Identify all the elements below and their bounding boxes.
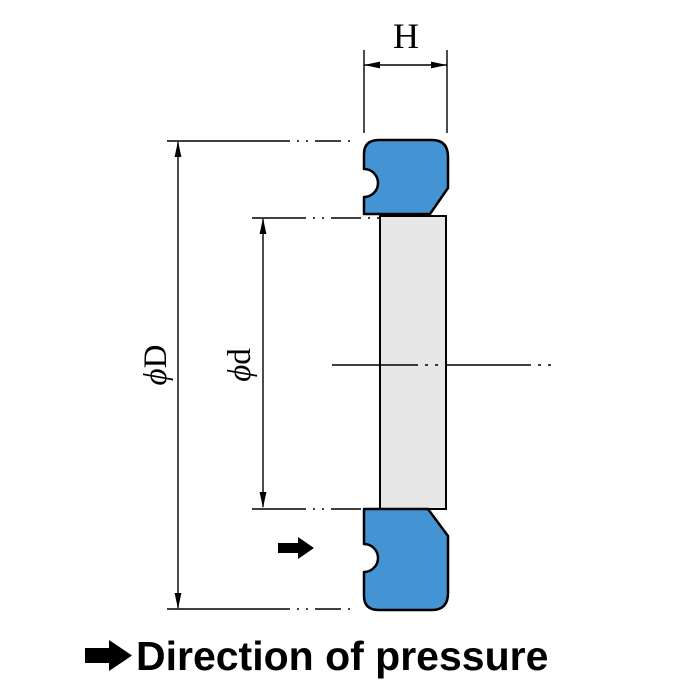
bore-section	[379, 215, 447, 510]
outer-diameter-arrowhead-top	[174, 141, 182, 157]
h-arrowhead-right	[431, 61, 447, 69]
seal-section-top	[362, 138, 450, 216]
h-arrowhead-left	[364, 61, 380, 69]
outer-diameter-label: ϕD	[138, 345, 174, 386]
caption-arrow-icon	[85, 640, 132, 671]
construction-lines	[167, 140, 558, 610]
phi-symbol: ϕ	[222, 365, 258, 382]
phi-symbol: ϕ	[138, 368, 174, 385]
inner-diameter-letter: d	[222, 348, 258, 365]
seal-section-bottom	[362, 507, 450, 612]
inner-diameter-arrowhead-bottom	[259, 492, 267, 508]
outer-diameter-letter: D	[138, 345, 174, 369]
h-dimension-label: H	[393, 16, 419, 56]
seal-object	[362, 138, 450, 612]
dimension-inner-diameter: ϕd	[222, 218, 267, 508]
inner-diameter-label: ϕd	[222, 348, 258, 382]
dimension-h: H	[363, 16, 448, 133]
inner-diameter-arrowhead-top	[259, 218, 267, 234]
caption-text: Direction of pressure	[136, 633, 548, 679]
pressure-arrow-icon	[278, 537, 314, 559]
outer-diameter-arrowhead-bottom	[174, 593, 182, 609]
dimension-outer-diameter: ϕD	[138, 141, 182, 609]
caption: Direction of pressure	[85, 633, 548, 679]
